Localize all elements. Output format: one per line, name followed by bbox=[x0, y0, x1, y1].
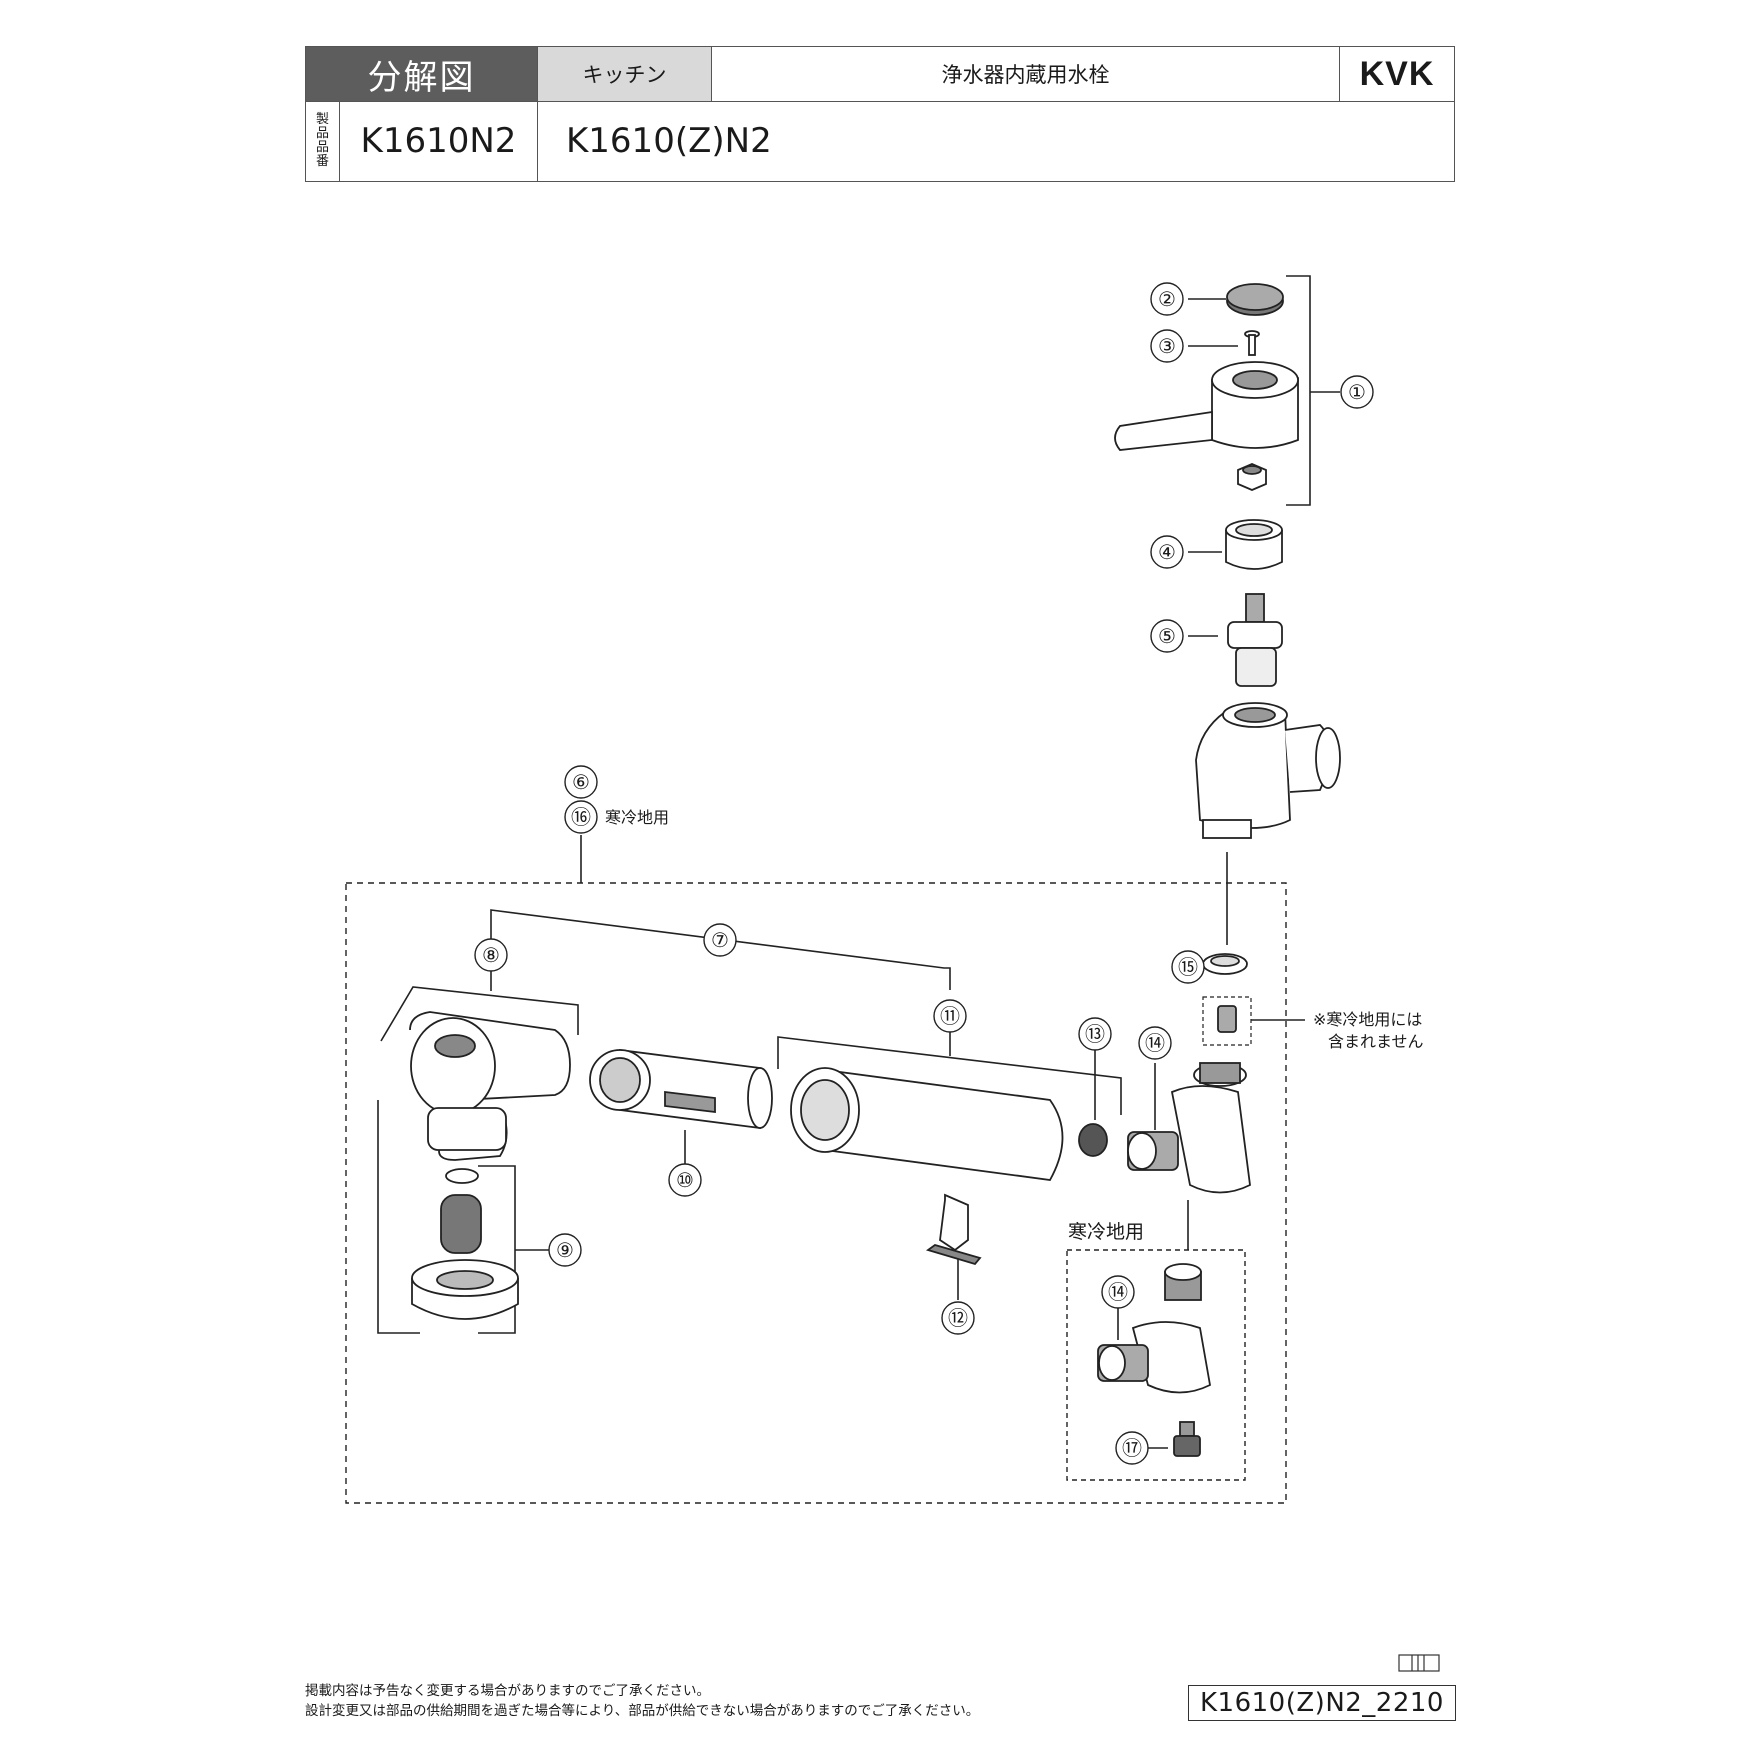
document-code: K1610(Z)N2_2210 bbox=[1188, 1685, 1456, 1721]
callout-part-8: ⑧ bbox=[474, 938, 508, 972]
callout-part-11: ⑪ bbox=[933, 999, 967, 1033]
footer-note-2: 設計変更又は部品の供給期間を過ぎた場合等により、部品が供給できない場合があります… bbox=[305, 1703, 980, 1719]
header-table: 分解図 キッチン 浄水器内蔵用水栓 KVK 製 品 品 番 K1610N2 K1… bbox=[305, 46, 1455, 182]
callout-number: ⑭ bbox=[1108, 1280, 1128, 1304]
part-1-lever-handle bbox=[1114, 361, 1299, 491]
footer-note-1: 掲載内容は予告なく変更する場合がありますのでご了承ください。 bbox=[305, 1683, 710, 1699]
callout-part-2: ② bbox=[1150, 282, 1184, 316]
callout-number: ⑩ bbox=[676, 1168, 694, 1192]
bracket-part-11 bbox=[777, 1036, 1122, 1115]
callout-number: ⑬ bbox=[1085, 1022, 1105, 1046]
header-row-2: 製 品 品 番 K1610N2 K1610(Z)N2 bbox=[306, 101, 1454, 181]
bracket-part-9 bbox=[377, 1100, 550, 1334]
callout-number: ⑭ bbox=[1145, 1031, 1165, 1055]
part-callouts: ① ② ③ ④ ⑤ ⑥ ⑦ ⑧ ⑨ ⑩ ⑪ ⑫ ⑬ ⑭ ⑮ ⑯ ⑭ ⑰ bbox=[474, 282, 1374, 1465]
callout-number: ⑤ bbox=[1158, 624, 1176, 648]
exclusion-note-line-2: 含まれません bbox=[1328, 1032, 1424, 1051]
callout-part-13: ⑬ bbox=[1078, 1017, 1112, 1051]
label-char: 製 bbox=[315, 112, 329, 127]
part-5-cartridge bbox=[1227, 593, 1283, 687]
callout-number: ⑦ bbox=[711, 928, 729, 952]
product-number-2: K1610(Z)N2 bbox=[566, 121, 772, 161]
callout-number: ③ bbox=[1158, 334, 1176, 358]
bracket-part-1 bbox=[1286, 275, 1340, 506]
callout-part-9: ⑨ bbox=[548, 1233, 582, 1267]
callout-part-15: ⑮ bbox=[1171, 950, 1205, 984]
part-8-filter-head bbox=[409, 1011, 571, 1161]
callout-part-3: ③ bbox=[1150, 329, 1184, 363]
part-14-cold-region-connector bbox=[1097, 1263, 1212, 1394]
callout-part-17: ⑭ bbox=[1101, 1275, 1135, 1309]
callout-part-1: ① bbox=[1340, 375, 1374, 409]
page-title: 分解図 bbox=[306, 47, 538, 101]
brand-logo: KVK bbox=[1359, 54, 1435, 93]
part-15-packing bbox=[1202, 953, 1248, 975]
callout-part-12: ⑫ bbox=[941, 1301, 975, 1335]
category-label: キッチン bbox=[538, 47, 712, 101]
part-13-strainer bbox=[1078, 1123, 1108, 1157]
product-number-1: K1610N2 bbox=[340, 101, 538, 181]
label-char: 品 bbox=[315, 140, 329, 155]
callout-number: ② bbox=[1158, 287, 1176, 311]
main-assembly-dashed-box bbox=[345, 882, 1287, 1504]
callout-number: ① bbox=[1348, 380, 1366, 404]
callout-part-10: ⑩ bbox=[668, 1163, 702, 1197]
callout-part-6: ⑥ bbox=[564, 765, 598, 799]
excluded-part-dashed-box bbox=[1202, 996, 1252, 1046]
part-9-components bbox=[411, 1168, 519, 1320]
callout-number: ⑨ bbox=[556, 1238, 574, 1262]
barcode-icon bbox=[1398, 1654, 1440, 1672]
label-char: 品 bbox=[315, 126, 329, 141]
product-name: 浄水器内蔵用水栓 bbox=[712, 47, 1340, 101]
part-3-screw bbox=[1244, 330, 1260, 356]
callout-part-7: ⑦ bbox=[703, 923, 737, 957]
callout-number: ④ bbox=[1158, 540, 1176, 564]
product-number-label: 製 品 品 番 bbox=[306, 101, 340, 181]
header-row-1: 分解図 キッチン 浄水器内蔵用水栓 KVK bbox=[306, 47, 1454, 102]
callout-number: ⑥ bbox=[572, 770, 590, 794]
part-10-filter-cartridge bbox=[589, 1048, 773, 1130]
part-12-clip bbox=[925, 1193, 982, 1266]
bracket-part-7 bbox=[490, 909, 951, 990]
callout-number: ⑫ bbox=[948, 1306, 968, 1330]
callout-part-16: ⑯ bbox=[564, 800, 598, 834]
part-2-cap bbox=[1226, 283, 1284, 316]
part-4-ring bbox=[1225, 519, 1283, 570]
callout-number: ⑰ bbox=[1122, 1436, 1142, 1460]
exclusion-note-line-1: ※寒冷地用には bbox=[1313, 1010, 1422, 1029]
part-11-case bbox=[790, 1067, 1064, 1181]
faucet-body bbox=[1195, 702, 1341, 839]
cold-region-label-top: 寒冷地用 bbox=[605, 808, 669, 827]
callout-number: ⑯ bbox=[571, 805, 591, 829]
callout-number: ⑪ bbox=[940, 1004, 960, 1028]
callout-part-18: ⑰ bbox=[1115, 1431, 1149, 1465]
excluded-part bbox=[1217, 1005, 1237, 1033]
callout-part-14: ⑭ bbox=[1138, 1026, 1172, 1060]
callout-part-5: ⑤ bbox=[1150, 619, 1184, 653]
callout-number: ⑧ bbox=[482, 943, 500, 967]
part-17-drain-plug bbox=[1173, 1421, 1201, 1457]
cold-region-dashed-box bbox=[1066, 1249, 1246, 1481]
cold-region-box-label: 寒冷地用 bbox=[1068, 1221, 1144, 1243]
label-char: 番 bbox=[315, 154, 329, 169]
part-14-connector bbox=[1127, 1062, 1251, 1194]
bracket-part-8 bbox=[380, 986, 579, 1042]
callout-number: ⑮ bbox=[1178, 955, 1198, 979]
callout-part-4: ④ bbox=[1150, 535, 1184, 569]
